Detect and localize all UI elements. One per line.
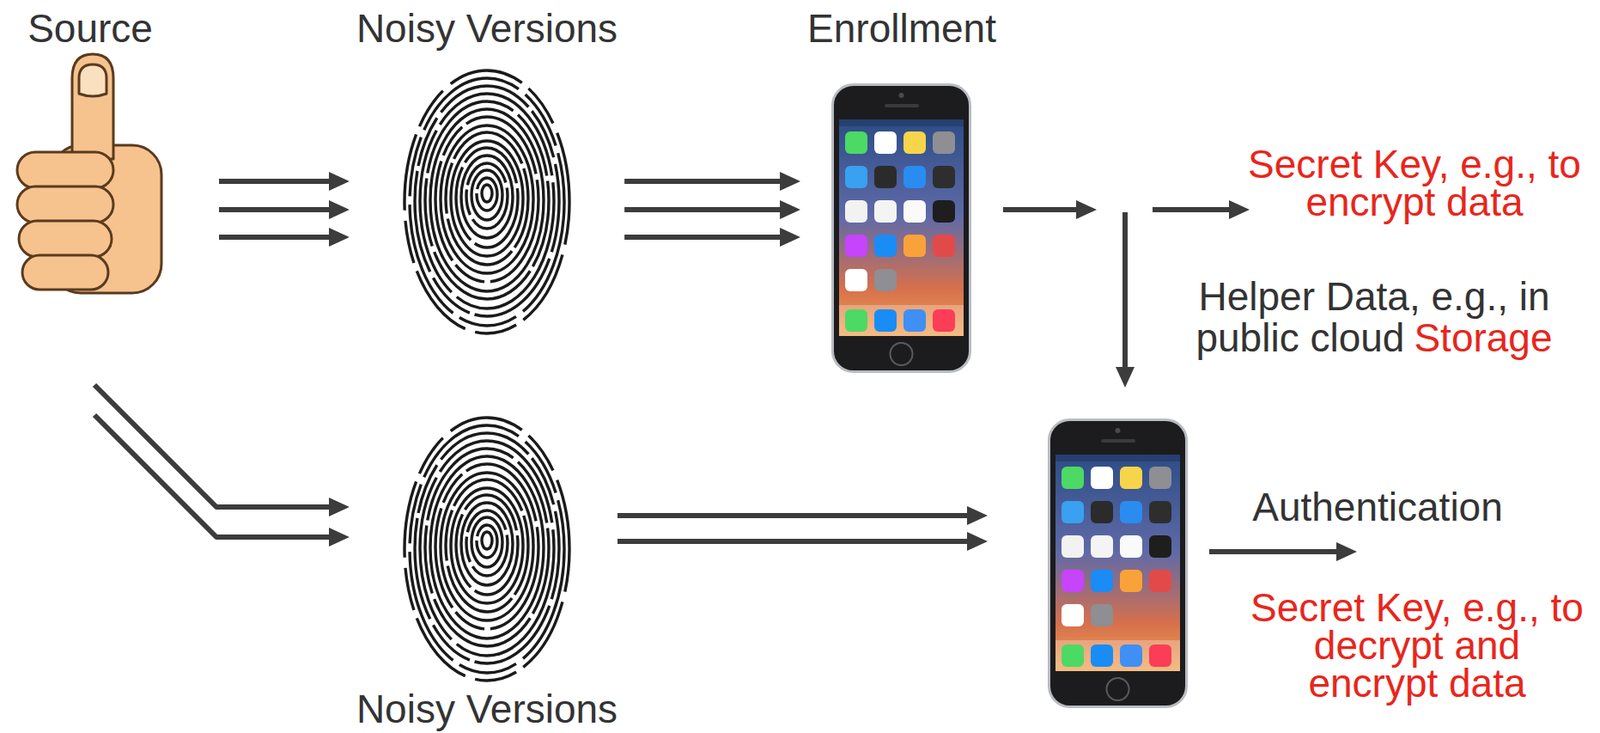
- arrow-line: [624, 206, 791, 213]
- figure-heading: Enrollment: [807, 7, 997, 49]
- storage-text: Storage: [1413, 315, 1552, 360]
- flow-arrows: [617, 209, 1347, 552]
- figure-heading: Noisy Versions: [356, 687, 618, 730]
- source-figure: Source: [8, 7, 172, 306]
- secret-key-note: Secret Key, e.g., to decrypt and encrypt…: [1250, 584, 1584, 706]
- helper-data-note: Helper Data, e.g., in public cloudStorag…: [1155, 275, 1594, 359]
- fingerprint-figure: Noisy Versions: [352, 402, 621, 730]
- fingerprint-figure: Noisy Versions: [352, 7, 621, 337]
- figure-heading: Source: [27, 7, 153, 49]
- step-label: Authentication: [1205, 486, 1550, 528]
- key-output-note: Secret Key, e.g., to encrypt data: [1242, 145, 1587, 221]
- arrow-line: [94, 414, 340, 537]
- arrow-line: [219, 206, 340, 213]
- flow-arrow: [1152, 206, 1240, 213]
- arrow-line: [94, 384, 340, 507]
- flow-arrow: [1122, 212, 1128, 378]
- phone-image: [833, 85, 971, 372]
- fingerprint-image: [404, 417, 570, 681]
- arrow-line: [219, 178, 340, 184]
- flow-arrow: [617, 538, 978, 544]
- phone-figure: Enrollment: [803, 7, 1000, 373]
- phone-image: [1049, 419, 1187, 707]
- flow-arrow: [1003, 206, 1087, 213]
- flow-arrow: [1209, 548, 1347, 554]
- arrow-connector: [94, 384, 340, 537]
- key-output-note: Secret Key, e.g., to decrypt and encrypt…: [1245, 588, 1589, 702]
- figure-heading: Noisy Versions: [356, 7, 618, 49]
- step-label: Authentication: [1252, 484, 1503, 530]
- arrow-line: [624, 234, 791, 240]
- arrow-line: [624, 178, 791, 184]
- secret-key-note: Secret Key, e.g., to encrypt data: [1247, 141, 1582, 225]
- arrow-connector: [624, 181, 791, 238]
- flow-arrow: [617, 512, 978, 518]
- arrow-connector: [219, 181, 340, 238]
- arrow-line: [219, 234, 340, 240]
- thumb-illustration: [17, 54, 162, 293]
- fingerprint-image: [404, 70, 570, 334]
